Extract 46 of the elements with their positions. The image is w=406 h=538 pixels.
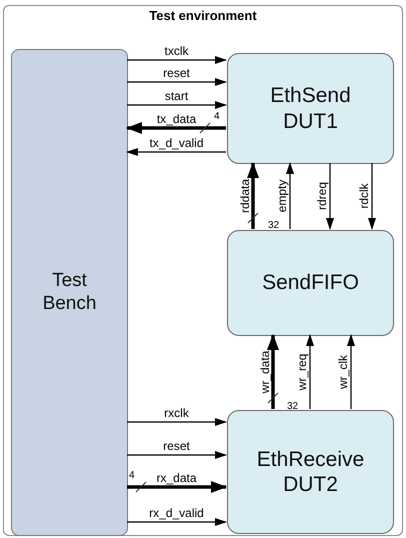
edge-label: rdclk bbox=[358, 183, 370, 209]
signal-arrow bbox=[127, 418, 227, 426]
signal-arrow bbox=[368, 163, 376, 230]
module-box bbox=[227, 410, 394, 534]
signal-arrow bbox=[127, 56, 227, 64]
edge-label: rx_data bbox=[155, 472, 198, 484]
bus-width-label: 32 bbox=[268, 221, 280, 231]
edge-label: rdreq bbox=[316, 182, 328, 210]
edge-label: wr_req bbox=[296, 354, 308, 390]
edge-label: reset bbox=[162, 440, 191, 452]
bus-width-label: 4 bbox=[214, 112, 220, 122]
signal-arrow bbox=[127, 101, 227, 109]
signal-arrow bbox=[127, 78, 227, 86]
signal-arrow bbox=[127, 451, 227, 459]
edge-label: wr_clk bbox=[337, 355, 349, 389]
block-label: SendFIFO bbox=[261, 270, 360, 296]
module-box bbox=[227, 53, 394, 164]
block-label: Test Bench bbox=[42, 270, 98, 316]
edge-label: txclk bbox=[164, 45, 190, 57]
block-label: EthReceive DUT2 bbox=[256, 446, 366, 498]
bus-width-label: 32 bbox=[287, 402, 298, 412]
bus-arrow bbox=[126, 122, 226, 134]
edge-label: wr_data bbox=[259, 350, 271, 394]
signal-arrow bbox=[347, 334, 355, 409]
edge-label: rddata bbox=[239, 178, 251, 214]
frame-title: Test environment bbox=[148, 9, 258, 22]
test-bench-block bbox=[11, 49, 128, 536]
module-box bbox=[227, 230, 394, 336]
edge-label: tx_d_valid bbox=[148, 137, 205, 149]
signal-arrow bbox=[126, 148, 226, 156]
block-label: EthSend DUT1 bbox=[269, 83, 352, 134]
signal-arrow bbox=[127, 518, 227, 526]
edge-label: tx_data bbox=[156, 113, 198, 125]
edge-label: rxclk bbox=[163, 407, 190, 419]
environment-frame bbox=[3, 5, 403, 536]
bus-arrow bbox=[267, 334, 279, 409]
signal-arrow bbox=[306, 334, 314, 409]
bus-arrow bbox=[247, 162, 259, 229]
edge-label: rx_d_valid bbox=[148, 507, 205, 519]
signal-arrow bbox=[286, 162, 294, 229]
edge-label: reset bbox=[162, 67, 191, 79]
edge-label: empty bbox=[276, 180, 288, 212]
signal-arrow bbox=[326, 163, 334, 230]
bus-width-label: 4 bbox=[129, 471, 135, 481]
edge-label: start bbox=[164, 90, 190, 102]
bus-arrow bbox=[127, 481, 227, 493]
